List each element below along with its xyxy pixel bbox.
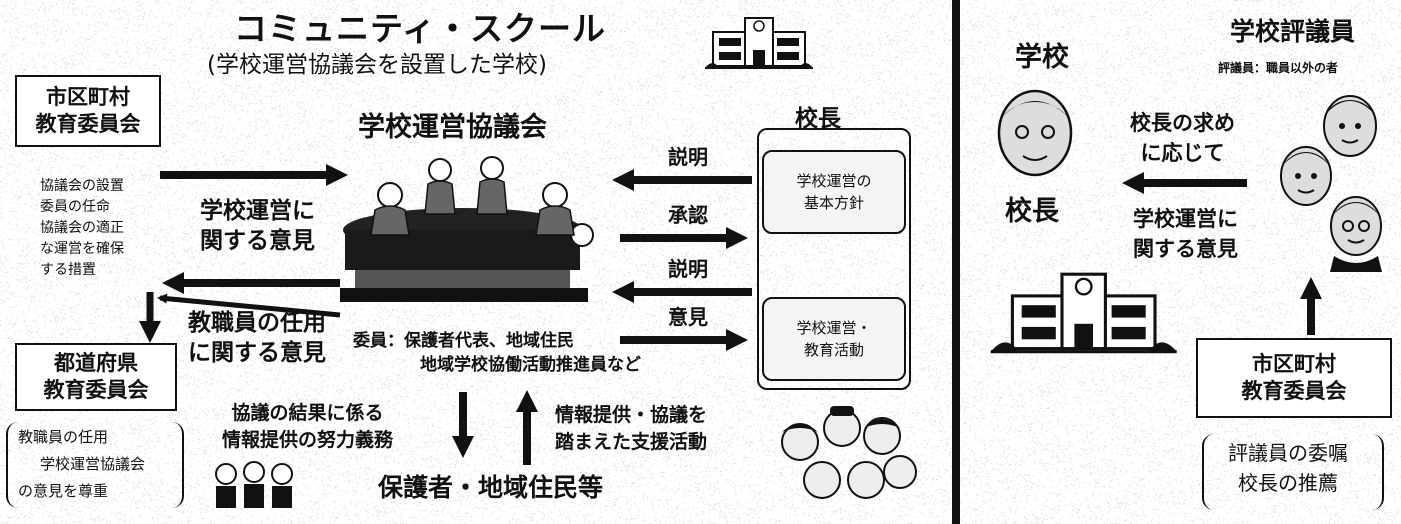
board-duty-5: する措置 [40,262,96,278]
prefecture-board-line-1: 都道府県 [54,350,138,375]
prefecture-note-line-2: 学校運営協議会 [40,455,146,473]
info-duty-line-2: 情報提供の努力義務 [222,429,394,451]
appointment-bracket [1202,434,1384,510]
guardians-label: 保護者・地域住民等 [378,473,604,502]
councillors-note: 評議員：職員以外の者 [1218,61,1339,75]
councillors-title: 学校評議員 [1230,17,1356,46]
activity-box: 学校運営・ 教育活動 [762,297,906,381]
flow-opinion: 意見 [668,305,708,329]
upon-request-line-2: に応じて [1140,141,1225,165]
support-label: 情報提供・協議を 踏まえた支援活動 [555,402,707,456]
councillor-opinion-label: 学校運営に 関する意見 [1133,204,1238,264]
right-municipal-board-box: 市区町村 教育委員会 [1196,338,1392,418]
prefecture-note-line-3: の意見を尊重 [18,482,109,500]
council-meeting-illustration [340,156,594,302]
flow-explain-2: 説明 [668,257,708,281]
appointment-line-1: 評議員の委嘱 [1228,441,1348,465]
support-line-1: 情報提供・協議を [555,404,708,426]
members-line-2: 地域学校協働活動推進員など [420,355,641,375]
section-divider [952,0,960,524]
activity-line-2: 教育活動 [803,341,864,359]
diagram-subtitle: (学校運営協議会を設置した学校) [207,52,547,78]
right-municipal-board-line-1: 市区町村 [1252,351,1336,376]
diagram-title: コミュニティ・スクール [234,9,607,48]
right-municipal-board-line-2: 教育委員会 [1241,379,1347,403]
principal-label-left: 校長 [795,106,841,132]
principal-label-right: 校長 [1005,196,1059,227]
municipal-board-line-2: 教育委員会 [35,112,141,136]
opinion-staff-line-2: に関する意見 [188,340,326,366]
councillors-illustration [1280,95,1382,272]
board-duty-4: な運営を確保 [40,241,124,257]
municipal-board-box: 市区町村 教育委員会 [15,75,161,147]
school-label: 学校 [1015,42,1069,73]
upon-request-line-1: 校長の求め [1130,111,1235,135]
principal-illustration [997,89,1073,177]
activity-line-1: 学校運営・ [796,318,872,337]
board-duty-2: 委員の任命 [40,199,110,215]
support-line-2: 踏まえた支援活動 [555,431,708,453]
policy-box: 学校運営の 基本方針 [762,150,906,234]
flow-explain-1: 説明 [668,145,708,169]
prefecture-note-bracket [6,422,184,508]
prefecture-board-box: 都道府県 教育委員会 [15,343,177,411]
council-title: 学校運営協議会 [358,112,547,143]
opinion-school-ops-line-2: 関する意見 [200,228,315,254]
policy-line-1: 学校運営の [796,171,872,190]
info-duty-line-1: 協議の結果に係る [231,402,384,424]
prefecture-note-line-1: 教職員の任用 [18,428,109,446]
councillor-opinion-line-1: 学校運営に [1133,207,1238,231]
guardians-small-illustration [215,461,293,508]
opinion-staff-line-1: 教職員の任用 [188,310,326,336]
arrow-council-to-prefecture [157,293,341,318]
opinion-staff-label: 教職員の任用 に関する意見 [188,308,326,368]
appointment-line-2: 校長の推薦 [1238,471,1338,495]
board-duty-1: 協議会の設置 [40,178,124,194]
members-line-1: 委員：保護者代表、地域住民 [353,331,574,351]
board-duty-3: 協議会の適正 [40,220,124,236]
prefecture-note: 教職員の任用 学校運営協議会 の意見を尊重 [18,424,145,505]
flow-approve: 承認 [668,203,708,227]
councillor-opinion-line-2: 関する意見 [1133,237,1238,261]
municipal-board-line-1: 市区町村 [46,84,130,109]
prefecture-board-line-2: 教育委員会 [43,378,149,402]
appointment-note: 評議員の委嘱 校長の推薦 [1228,438,1348,498]
school-building-right [990,272,1177,354]
opinion-school-ops-line-1: 学校運営に [200,198,315,224]
community-group-illustration [781,406,917,499]
board-duties-list: 協議会の設置 委員の任命 協議会の適正 な運営を確保 する措置 [40,176,124,281]
principal-frame [757,128,911,390]
policy-line-2: 基本方針 [803,194,864,212]
info-duty-label: 協議の結果に係る 情報提供の努力義務 [222,400,393,454]
upon-request-label: 校長の求め に応じて [1130,108,1235,168]
school-building-top [705,17,813,69]
opinion-school-ops-label: 学校運営に 関する意見 [200,196,315,256]
